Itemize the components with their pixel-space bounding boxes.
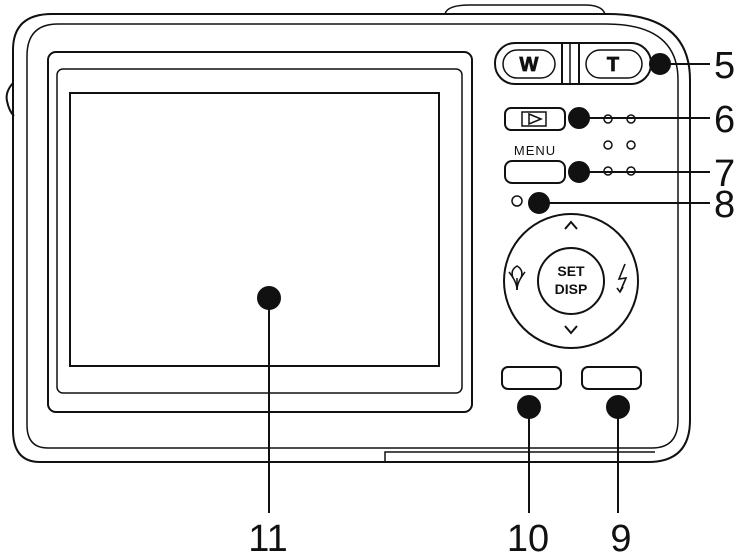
chevron-up-icon[interactable] [564, 220, 578, 230]
callout-label-6: 6 [714, 99, 735, 141]
menu-button[interactable]: MENU [504, 143, 566, 184]
callout-labels: 5 6 7 8 9 10 11 [248, 45, 735, 559]
callout-dot-5 [649, 53, 671, 75]
callout-label-7: 7 [714, 153, 735, 195]
set-disp-button[interactable] [537, 247, 605, 315]
callout-dot-8 [528, 192, 550, 214]
navigation-pad[interactable]: SET DISP [503, 213, 639, 349]
function-button-left[interactable] [501, 366, 562, 390]
chevron-down-icon[interactable] [564, 325, 578, 335]
speaker-grille [603, 114, 636, 176]
disp-label: DISP [555, 281, 588, 297]
callout-dot-11 [257, 286, 281, 310]
zoom-wide-label: W [520, 54, 539, 76]
callout-dot-10 [517, 395, 541, 419]
camera-body [5, 4, 691, 463]
callout-label-11: 11 [248, 518, 287, 559]
callout-label-5: 5 [714, 45, 735, 87]
set-label: SET [557, 263, 585, 279]
callout-dot-7 [568, 161, 590, 183]
function-button-right[interactable] [581, 366, 642, 390]
flash-icon[interactable] [616, 263, 628, 294]
lcd-screen [47, 51, 473, 413]
menu-label: MENU [514, 143, 556, 158]
callout-dot-9 [606, 395, 630, 419]
status-led [511, 195, 523, 207]
zoom-button-group[interactable]: W T [494, 42, 652, 85]
callout-label-8: 8 [714, 184, 735, 226]
play-icon [528, 112, 543, 126]
callout-label-10: 10 [507, 518, 549, 559]
zoom-tele-label: T [607, 54, 619, 76]
playback-button[interactable] [504, 107, 566, 131]
callout-label-9: 9 [610, 518, 631, 559]
callout-leaders [257, 53, 710, 513]
callout-dot-6 [568, 107, 590, 129]
macro-flower-icon[interactable] [508, 265, 526, 291]
